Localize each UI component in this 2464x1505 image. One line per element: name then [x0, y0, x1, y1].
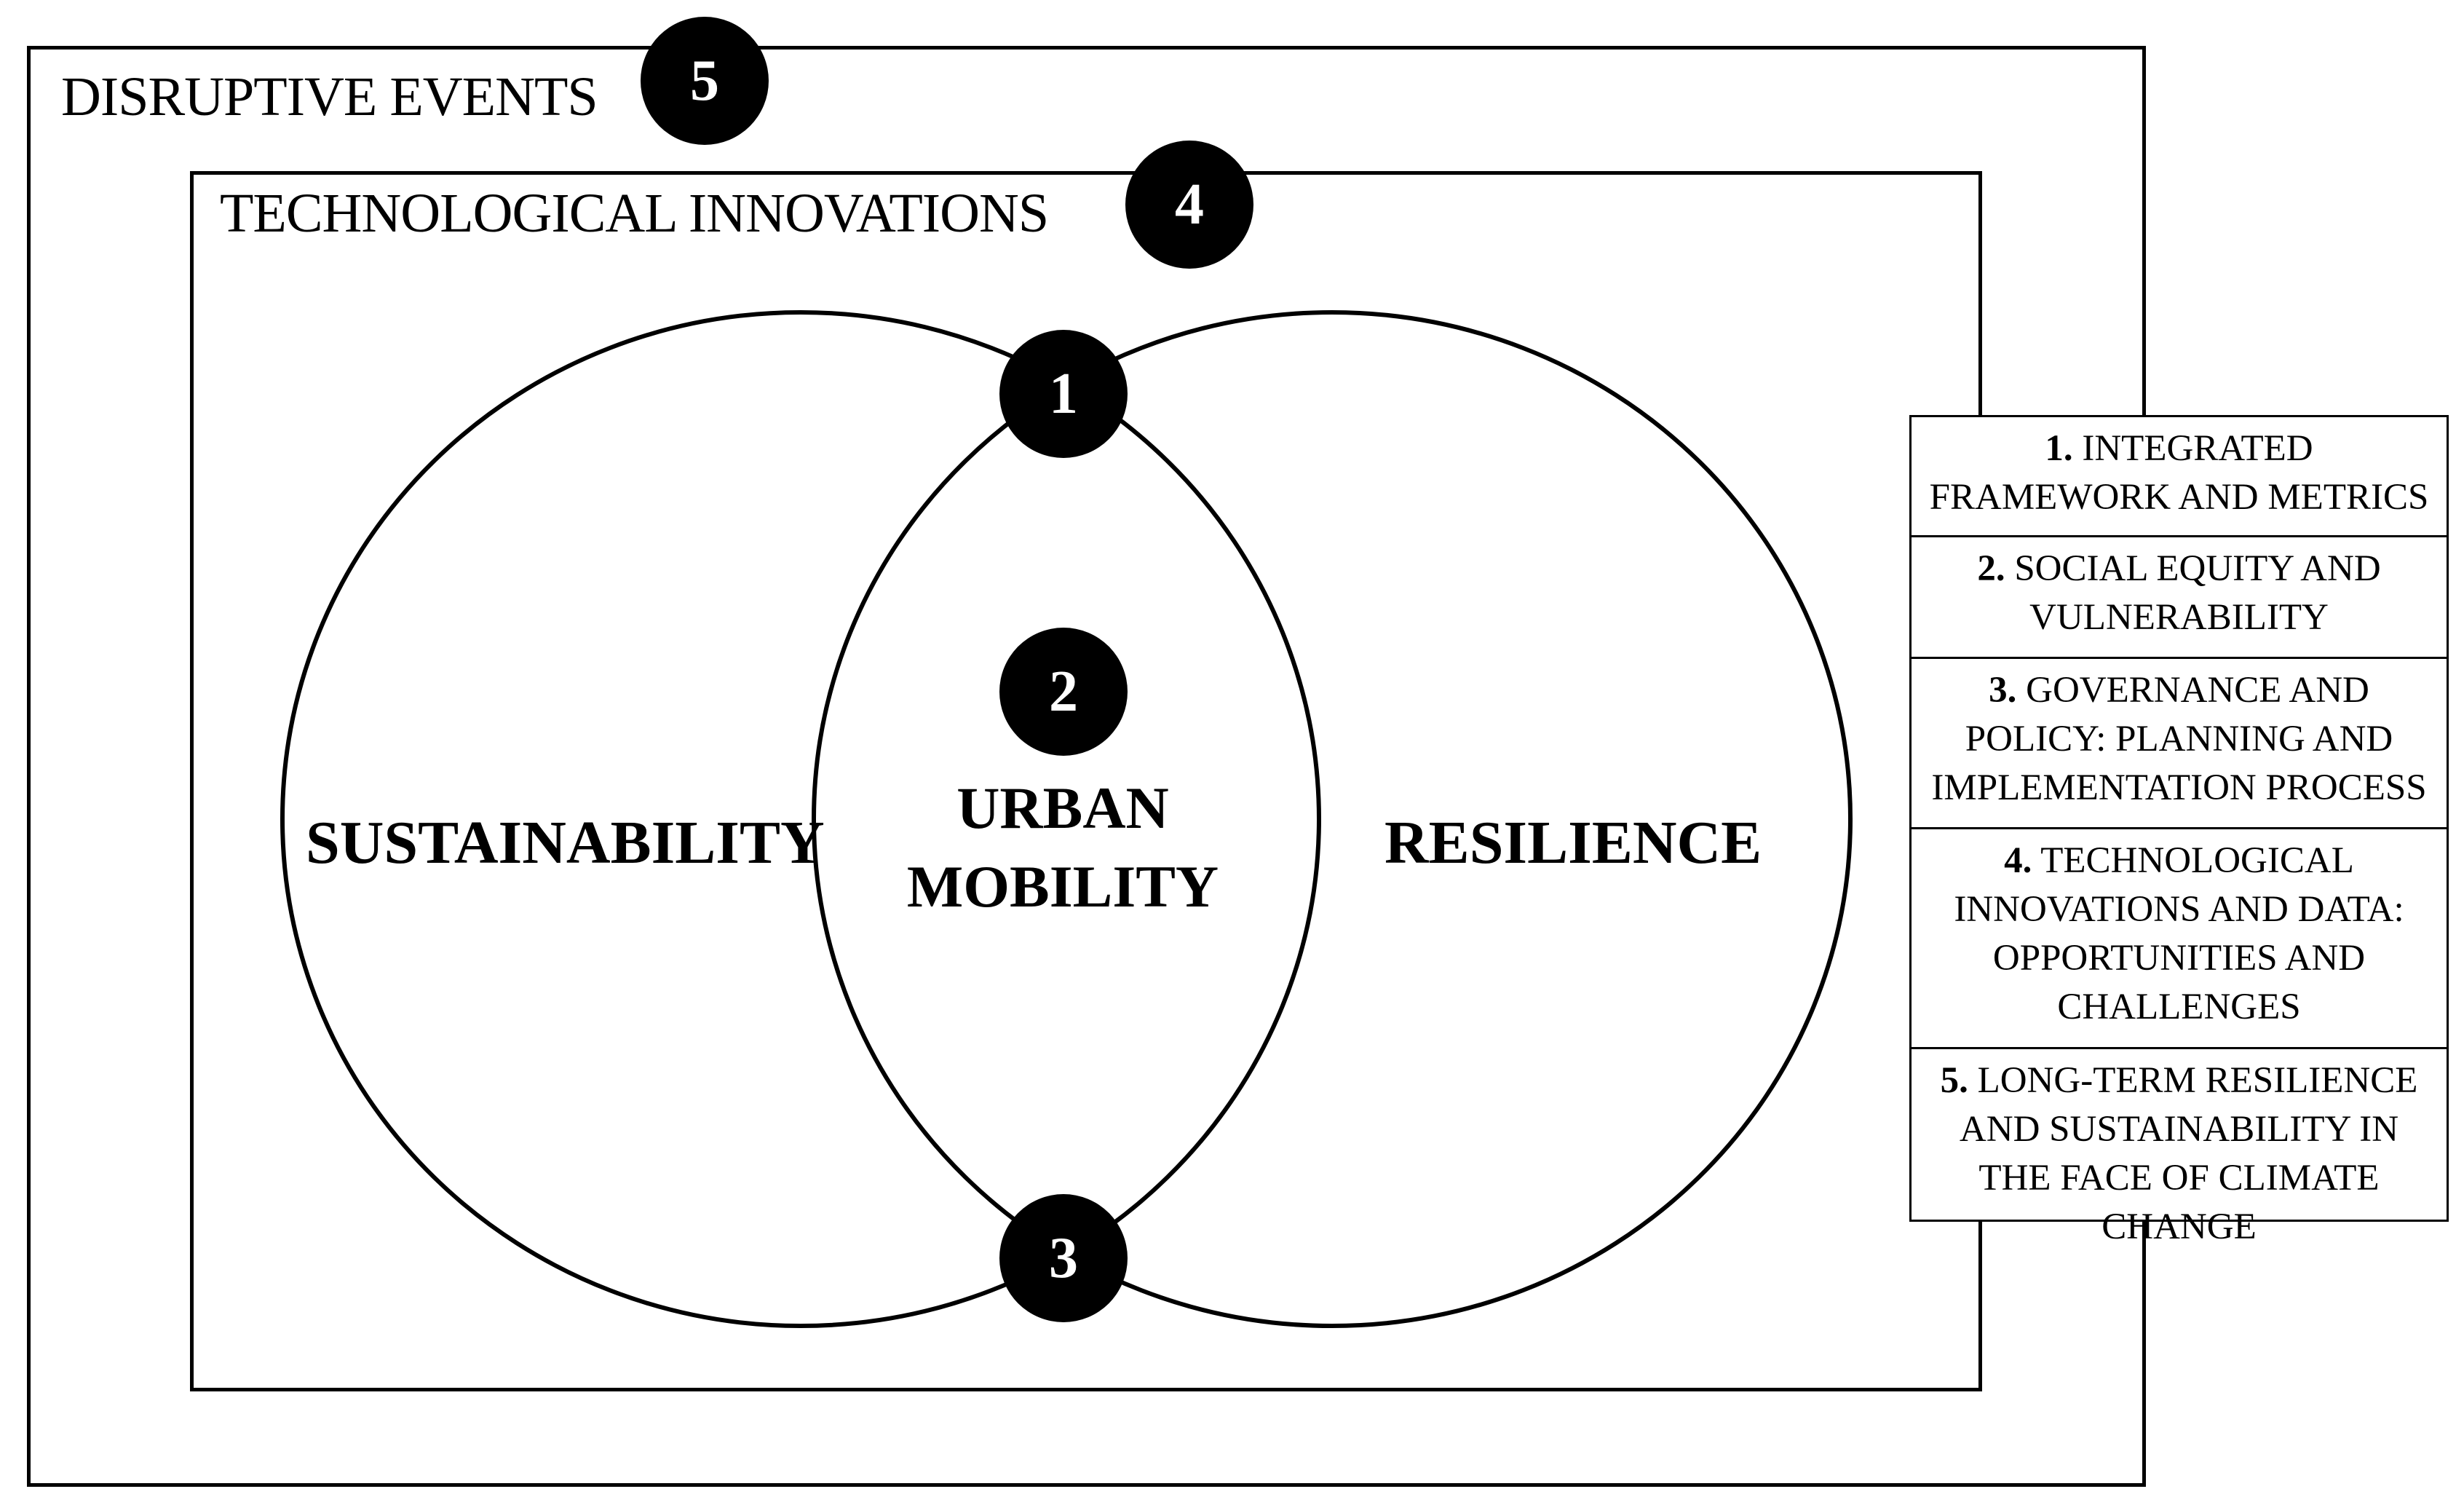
disruptive-events-title: DISRUPTIVE EVENTS: [61, 66, 598, 127]
badge-3: 3: [999, 1194, 1128, 1322]
legend-item-2: 2. SOCIAL EQUITY AND VULNERABILITY: [1909, 535, 2449, 659]
resilience-circle: [812, 310, 1853, 1328]
urban-mobility-label: URBAN MOBILITY: [892, 769, 1234, 926]
urban-mobility-line1: URBAN: [956, 775, 1169, 841]
badge-4: 4: [1125, 141, 1253, 269]
legend-item-3: 3. GOVERNANCE AND POLICY: PLANNING AND I…: [1909, 657, 2449, 829]
resilience-label: RESILIENCE: [1384, 809, 1762, 877]
sustainability-label: SUSTAINABILITY: [306, 809, 825, 877]
urban-mobility-line2: MOBILITY: [906, 853, 1219, 920]
legend-item-1: 1. INTEGRATED FRAMEWORK AND METRICS: [1909, 415, 2449, 537]
sustainability-circle: [280, 310, 1321, 1328]
legend: 1. INTEGRATED FRAMEWORK AND METRICS 2. S…: [1909, 415, 2449, 1247]
badge-5: 5: [641, 17, 769, 145]
technological-innovations-title: TECHNOLOGICAL INNOVATIONS: [220, 183, 1049, 244]
badge-1: 1: [999, 330, 1128, 458]
legend-item-4: 4. TECHNOLOGICAL INNOVATIONS AND DATA: O…: [1909, 827, 2449, 1049]
badge-2: 2: [999, 628, 1128, 756]
legend-item-5: 5. LONG-TERM RESILIENCE AND SUSTAINABILI…: [1909, 1047, 2449, 1247]
